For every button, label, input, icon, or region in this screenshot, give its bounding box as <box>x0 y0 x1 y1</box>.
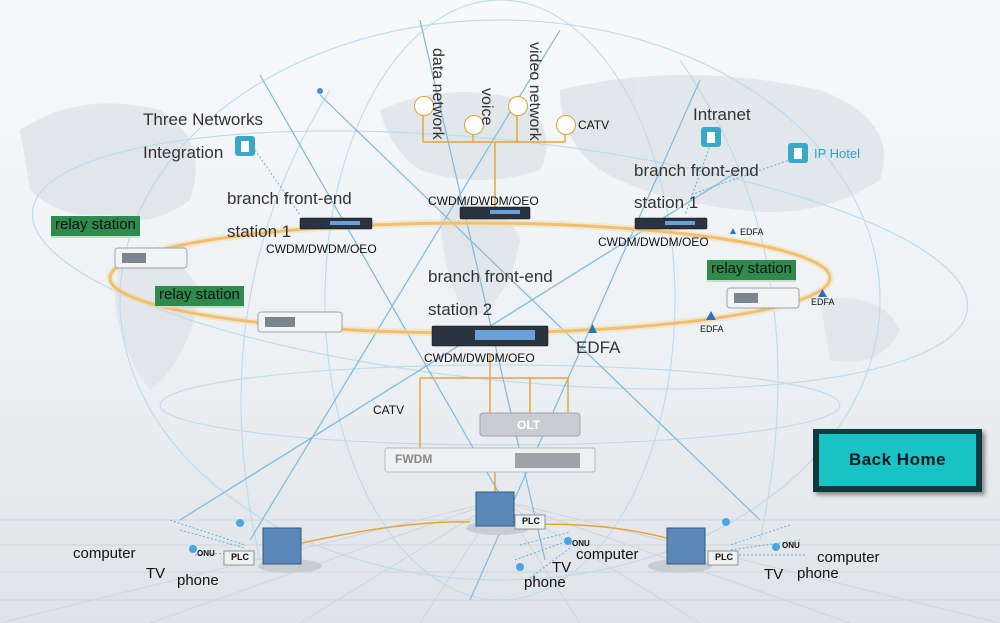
catv-service-label: CATV <box>578 118 610 132</box>
plc-right-label: PLC <box>715 552 733 562</box>
back-home-label[interactable]: Back Home <box>819 434 976 486</box>
video-network-label: video network <box>526 42 543 141</box>
voice-icon <box>464 115 484 135</box>
branch-center-label-1: branch front-end <box>428 267 553 286</box>
ip-hotel-label: IP Hotel <box>814 146 861 161</box>
voice-label: voice <box>478 88 495 126</box>
branch-left-label-2: station 1 <box>227 222 292 241</box>
cwdm-top-label: CWDM/DWDM/OEO <box>428 194 539 208</box>
building-icon <box>235 136 255 156</box>
olt-label: OLT <box>517 418 541 432</box>
edfa-center-label: EDFA <box>576 338 621 357</box>
branch-center-label-2: station 2 <box>428 300 493 319</box>
three-networks-label: Three Networks <box>143 110 263 129</box>
fwdm-label: FWDM <box>395 452 433 466</box>
branch-left-label-1: branch front-end <box>227 189 352 208</box>
back-home-button[interactable]: Back Home <box>813 429 982 492</box>
cwdm-left-label: CWDM/DWDM/OEO <box>266 242 377 256</box>
intranet-icon <box>701 127 721 147</box>
data-network-icon <box>414 96 434 116</box>
tv-center-label: TV <box>552 559 572 576</box>
catv-bottom-label: CATV <box>373 403 405 417</box>
edfa-right-mid-label: EDFA <box>811 297 835 307</box>
computer-center-label: computer <box>576 546 639 563</box>
onu-right-label: ONU <box>782 541 800 550</box>
phone-left-label: phone <box>177 572 219 589</box>
intranet-label: Intranet <box>693 105 751 124</box>
data-network-label: data network <box>429 48 446 140</box>
relay-station-right: relay station <box>707 260 796 282</box>
cwdm-center-label: CWDM/DWDM/OEO <box>424 351 535 365</box>
onu-center-label: ONU <box>572 539 590 548</box>
edfa-right-top-label: EDFA <box>740 227 764 237</box>
tv-left-label: TV <box>146 565 166 582</box>
integration-label: Integration <box>143 143 224 162</box>
phone-center-label: phone <box>524 574 566 591</box>
ip-hotel-icon <box>788 143 808 163</box>
computer-right-label: computer <box>817 549 880 566</box>
plc-center-label: PLC <box>522 516 540 526</box>
branch-right-label-2: station 1 <box>634 193 699 212</box>
video-network-icon <box>508 96 528 116</box>
onu-left-label: ONU <box>197 549 215 558</box>
relay-station-left-top: relay station <box>51 216 140 238</box>
edfa-right-low-label: EDFA <box>700 324 724 334</box>
relay-station-left-bottom: relay station <box>155 286 244 308</box>
computer-left-label: computer <box>73 545 136 562</box>
phone-right-label: phone <box>797 565 839 582</box>
catv-icon <box>556 115 576 135</box>
plc-left-label: PLC <box>231 552 249 562</box>
cwdm-right-label: CWDM/DWDM/OEO <box>598 235 709 249</box>
tv-right-label: TV <box>764 566 784 583</box>
branch-right-label-1: branch front-end <box>634 161 759 180</box>
